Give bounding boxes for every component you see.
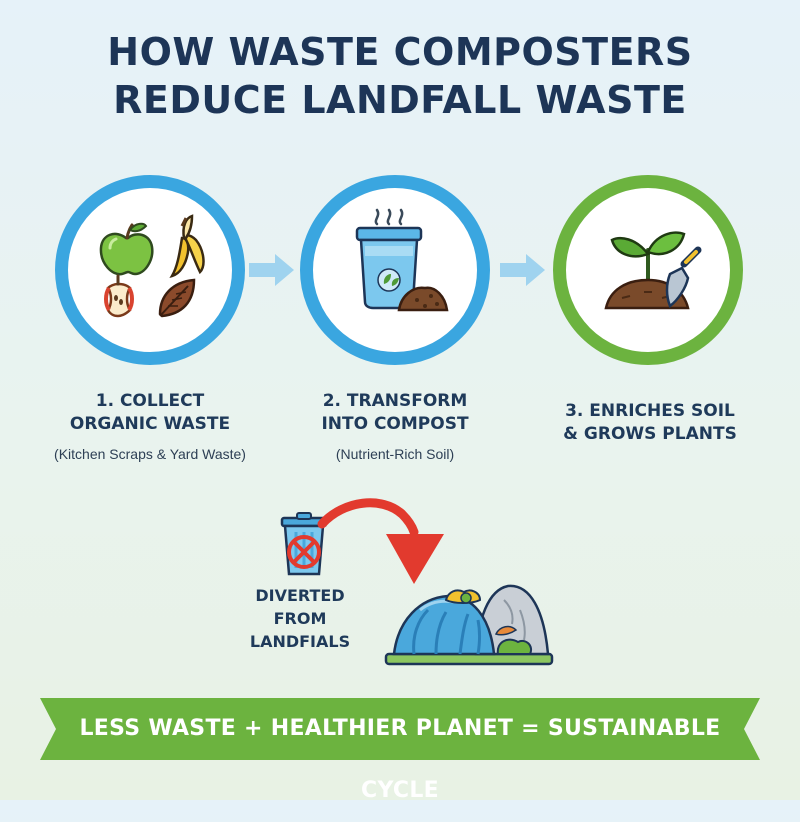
trowel-icon [665, 246, 702, 308]
steam-icon [374, 208, 404, 226]
step-1-circle [55, 175, 245, 365]
page-title-line2: REDUCE LANDFALL WASTE [113, 78, 687, 122]
step-3-circle [553, 175, 743, 365]
diverted-label-line2: FROM [273, 609, 327, 628]
diverted-label-line1: DIVERTED [255, 586, 345, 605]
prohibited-icon [287, 535, 321, 569]
summary-banner: LESS WASTE + HEALTHIER PLANET = SUSTAINA… [40, 698, 760, 803]
organic-waste-illustration [99, 214, 205, 318]
step-3-title: 3. ENRICHES SOIL & GROWS PLANTS [545, 400, 755, 446]
landfill-icon [384, 584, 554, 666]
leaf-icon [158, 278, 196, 318]
step-2-title: 2. TRANSFORM INTO COMPOST [295, 390, 495, 436]
step-3-title-line1: 3. ENRICHES SOIL [565, 401, 735, 421]
compost-illustration [355, 208, 449, 312]
curved-arrow-icon [317, 498, 444, 584]
step-2-title-line1: 2. TRANSFORM [322, 391, 468, 411]
banana-peel-icon [169, 214, 205, 278]
plant-growth-illustration [604, 231, 702, 310]
step-3-title-line2: & GROWS PLANTS [563, 424, 737, 444]
banner-ribbon [40, 698, 760, 760]
step-2-subtitle: (Nutrient-Rich Soil) [335, 446, 455, 462]
step-arrow-1-icon [249, 254, 294, 286]
trash-can-icon [280, 512, 328, 576]
step-1-title: 1. COLLECT ORGANIC WASTE [50, 390, 250, 436]
page-title-line1: HOW WASTE COMPOSTERS [107, 30, 693, 74]
step-2-title-line2: INTO COMPOST [321, 414, 469, 434]
seedling-icon [610, 231, 686, 286]
step-arrow-2-icon [500, 254, 545, 286]
apple-core-icon [104, 274, 134, 318]
step-1-title-line1: 1. COLLECT [95, 391, 205, 411]
diverted-label: DIVERTED FROM LANDFIALS [240, 584, 360, 653]
diverted-label-line3: LANDFIALS [249, 632, 351, 651]
step-2-circle [300, 175, 490, 365]
apple-icon [99, 222, 154, 276]
banner-text: LESS WASTE + HEALTHIER PLANET = SUSTAINA… [79, 716, 721, 803]
step-1-subtitle: (Kitchen Scraps & Yard Waste) [54, 446, 246, 462]
step-1-title-line2: ORGANIC WASTE [69, 414, 231, 434]
soil-pile-icon [397, 286, 449, 312]
